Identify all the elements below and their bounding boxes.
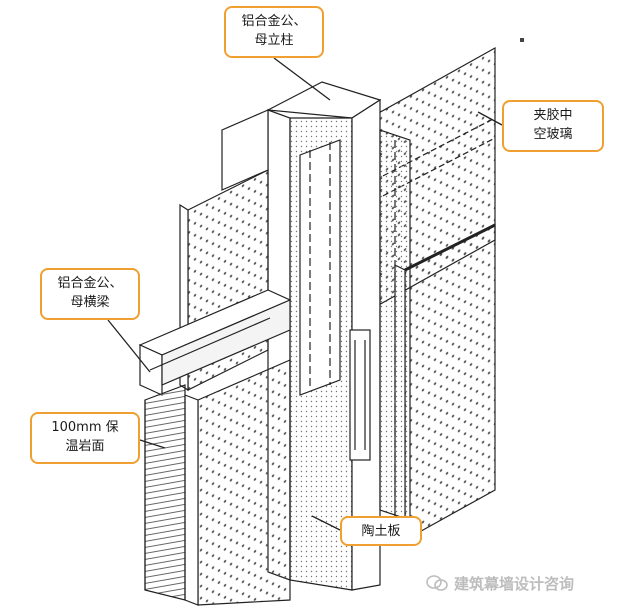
label-glass-line2: 空玻璃 — [533, 127, 573, 142]
label-insulation: 100mm 保 温岩面 — [30, 412, 140, 464]
watermark-text: 建筑幕墙设计咨询 — [454, 574, 575, 593]
label-insulation-line1: 100mm 保 — [51, 420, 119, 435]
wechat-icon — [426, 575, 448, 591]
label-mullion-line2: 母立柱 — [254, 33, 294, 48]
crop-mark — [520, 38, 524, 42]
left-terracotta-panel — [184, 359, 291, 606]
label-mullion: 铝合金公、 母立柱 — [224, 6, 324, 58]
label-terracotta-line1: 陶土板 — [361, 524, 401, 539]
label-mullion-line1: 铝合金公、 — [241, 14, 307, 29]
watermark: 建筑幕墙设计咨询 — [426, 572, 636, 594]
label-glass: 夹胶中 空玻璃 — [502, 100, 604, 152]
transom-assembly — [138, 289, 292, 396]
label-insulation-line2: 温岩面 — [65, 439, 105, 454]
label-glass-line1: 夹胶中 — [533, 108, 573, 123]
label-terracotta: 陶土板 — [340, 516, 422, 546]
label-transom-line1: 铝合金公、 — [57, 276, 123, 291]
insulation-wool-block — [144, 384, 186, 601]
mullion-assembly — [265, 81, 411, 591]
label-transom-line2: 母横梁 — [70, 295, 110, 310]
leader-lines — [107, 57, 503, 531]
label-transom: 铝合金公、 母横梁 — [40, 268, 140, 320]
